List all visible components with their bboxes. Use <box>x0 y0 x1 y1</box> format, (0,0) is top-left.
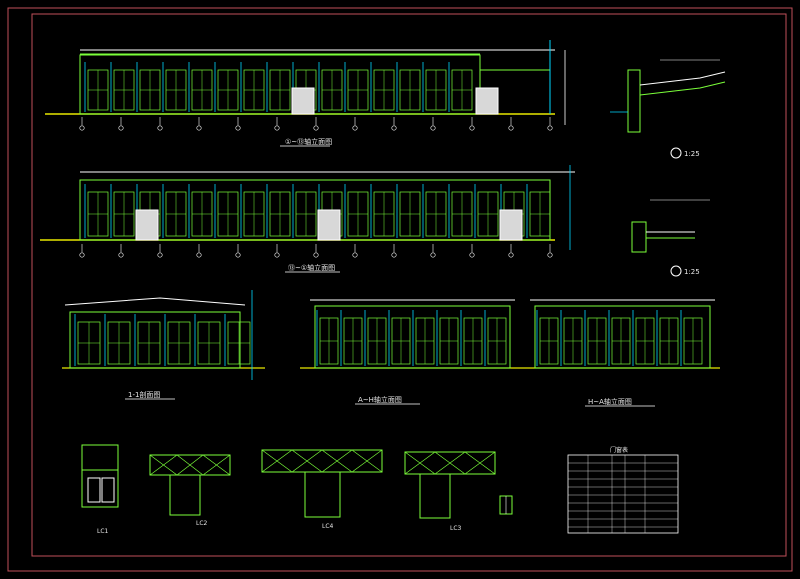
door-right <box>499 209 523 241</box>
window-lower <box>169 474 201 516</box>
window-top <box>261 449 383 473</box>
schedule-title: 门窗表 <box>610 446 628 454</box>
elevation-3: A~H轴立面图 <box>300 299 520 405</box>
window-id: LC1 <box>97 528 109 535</box>
window-group <box>536 310 703 366</box>
axis-bubble <box>118 125 124 131</box>
axis-bubble <box>313 252 319 258</box>
axis-bubble <box>235 125 241 131</box>
window-id: LC3 <box>450 525 462 532</box>
axis-bubble <box>157 125 163 131</box>
axis-bubble <box>352 252 358 258</box>
window-id: LC4 <box>322 523 334 530</box>
window-lower <box>419 473 451 519</box>
window-id: LC2 <box>196 520 208 527</box>
elevation-4: H~A轴立面图 <box>520 299 720 407</box>
elevation-2: ⑬~①轴立面图 <box>40 165 575 273</box>
detail-2: 1:25 <box>631 199 710 277</box>
axis-bubble <box>274 125 280 131</box>
entrance-door <box>291 87 315 115</box>
window-lower <box>304 471 341 518</box>
axis-bubble <box>508 125 514 131</box>
axis-bubble <box>352 125 358 131</box>
axis-bubble <box>196 125 202 131</box>
window-cross <box>261 449 383 473</box>
elevation-title: ⑬~①轴立面图 <box>288 263 335 272</box>
window-lc1: LC1 <box>81 444 119 535</box>
detail-symbol <box>670 147 682 159</box>
facade-body <box>79 54 481 115</box>
axis-bubble <box>196 252 202 258</box>
section-1-1: 1-1剖面图 <box>62 290 265 400</box>
axis-bubble <box>469 252 475 258</box>
axis-markers <box>79 244 553 258</box>
window-cross <box>149 454 231 476</box>
axis-bubble <box>79 252 85 258</box>
detail-column <box>627 69 641 133</box>
section-title: 1-1剖面图 <box>128 390 160 399</box>
window-lc4: LC4 <box>261 449 383 530</box>
section-body <box>69 311 241 369</box>
detail-roof-inner <box>639 81 726 96</box>
axis-bubble <box>157 252 163 258</box>
window-leaf <box>101 477 115 503</box>
axis-bubble <box>430 125 436 131</box>
window-cross <box>404 451 496 475</box>
schedule-frame <box>567 454 679 534</box>
detail-scale: 1:25 <box>684 268 700 276</box>
elevation-title: H~A轴立面图 <box>588 397 632 406</box>
inner-frame <box>31 13 787 557</box>
window-group <box>316 310 507 366</box>
small-door-detail <box>499 495 513 515</box>
window-lc3: LC3 <box>404 451 496 532</box>
detail-roof <box>639 71 726 86</box>
window-lc2: LC2 <box>149 454 231 527</box>
window-group <box>84 62 473 112</box>
axis-bubble <box>313 125 319 131</box>
door-center <box>317 209 341 241</box>
axis-bubble <box>79 125 85 131</box>
door-left <box>135 209 159 241</box>
elevation-title: ①~⑬轴立面图 <box>285 137 332 146</box>
window-frame <box>81 444 119 508</box>
elevation-1: ①~⑬轴立面图 <box>45 40 566 147</box>
side-door <box>475 87 499 115</box>
elevation-title: A~H轴立面图 <box>358 395 402 404</box>
axis-bubble <box>508 252 514 258</box>
facade-body <box>534 305 711 369</box>
roof-profile <box>64 297 246 306</box>
axis-bubble <box>547 252 553 258</box>
axis-bubble <box>469 125 475 131</box>
detail-1: 1:25 <box>610 59 726 159</box>
facade-body <box>314 305 511 369</box>
axis-bubble <box>274 252 280 258</box>
axis-bubble <box>430 252 436 258</box>
schedule-grid <box>568 455 678 533</box>
detail-symbol <box>670 265 682 277</box>
axis-markers <box>79 117 553 131</box>
detail-scale: 1:25 <box>684 150 700 158</box>
axis-bubble <box>118 252 124 258</box>
axis-bubble <box>235 252 241 258</box>
axis-bubble <box>391 125 397 131</box>
axis-bubble <box>391 252 397 258</box>
window-leaf <box>87 477 101 503</box>
window-group <box>74 314 251 366</box>
outer-frame <box>7 7 793 572</box>
detail-beam <box>631 221 647 253</box>
axis-bubble <box>547 125 553 131</box>
door-window-schedule: 门窗表 <box>567 446 679 534</box>
